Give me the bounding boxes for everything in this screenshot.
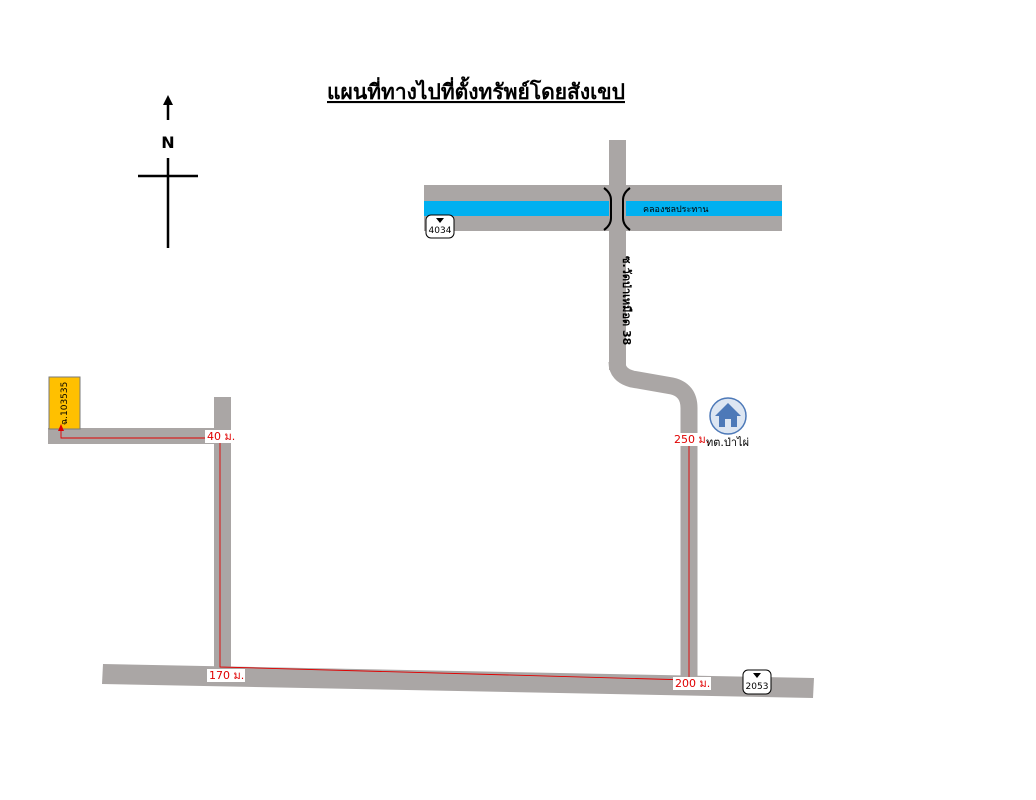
canal-label: คลองชลประทาน [643,205,708,215]
landmark-municipality: ทต.ป่าไผ่ [706,397,749,449]
highway-emblem-icon [436,218,444,223]
north-road: คลองชลประทาน [424,185,782,231]
north-label: N [161,133,174,152]
soi-road: ซ.วัดป่าเหมือด 38 [608,140,698,680]
north-arrow-icon [163,95,173,105]
route-line [60,428,690,681]
bridge-symbol [603,187,631,231]
highway-shield-4034: 4034 [425,214,455,239]
distance-label-40: 40 ม. [207,430,235,443]
parcel-label: ฉ.103535 [60,382,70,425]
highway-number: 4034 [429,226,452,236]
parcel-access-road [48,428,231,444]
house-icon [715,403,741,427]
landmark-label: ทต.ป่าไผ่ [706,436,749,449]
highway-emblem-icon [753,673,761,678]
distance-label-170: 170 ม. [209,669,244,682]
distance-label-250: 250 ม. [674,433,709,446]
highway-shield-2053: 2053 [742,669,772,695]
main-road [102,664,814,698]
west-road [214,397,231,681]
irrigation-canal [424,201,782,216]
property-parcel: ฉ.103535 [48,376,81,430]
route-arrow-icon [58,424,64,431]
highway-number: 2053 [746,682,769,692]
map-title: แผนที่ทางไปที่ตั้งทรัพย์โดยสังเขป [327,76,625,104]
soi-label: ซ.วัดป่าเหมือด 38 [620,256,633,345]
distance-label-200: 200 ม. [675,677,710,690]
north-compass: N [138,95,198,248]
